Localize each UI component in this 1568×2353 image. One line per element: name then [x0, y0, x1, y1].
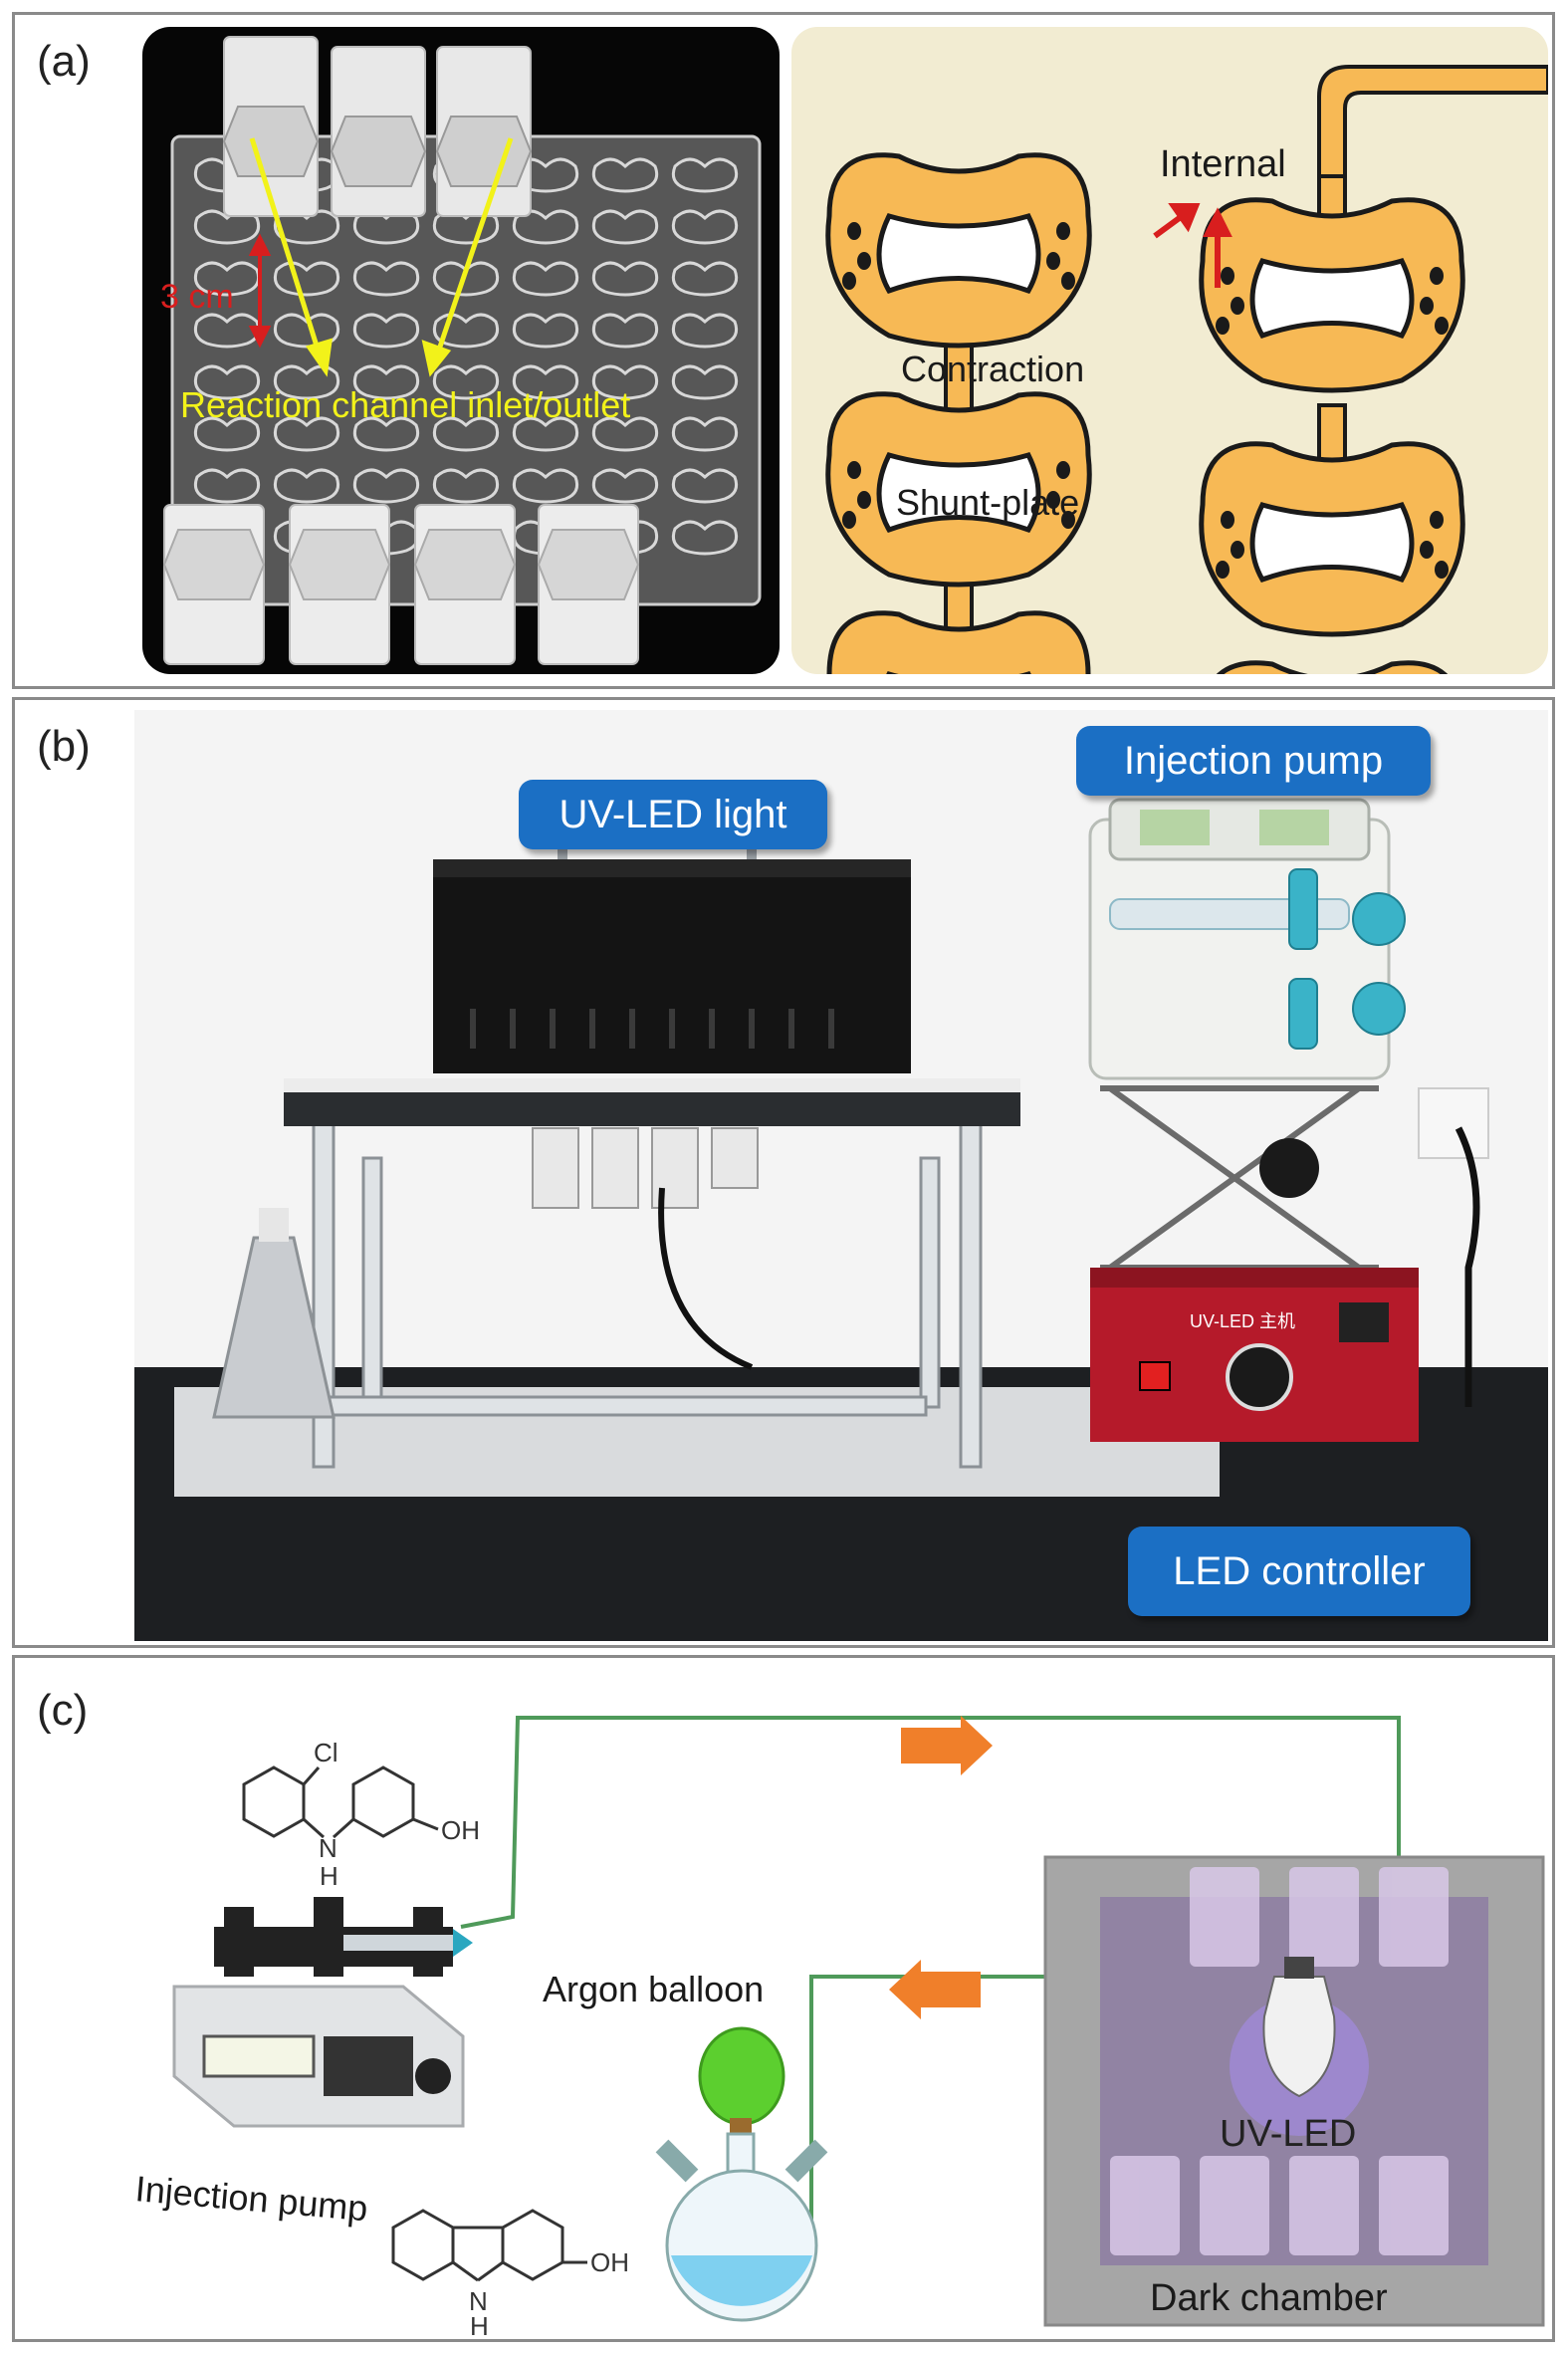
panel-c-label: (c)	[37, 1686, 89, 1735]
chip-channel-cell	[591, 416, 659, 452]
chip-channel-cell	[352, 468, 420, 504]
chip-channel-cell	[671, 261, 739, 297]
three-neck-flask-illustration	[655, 2132, 828, 2322]
chip-channel-cell	[671, 520, 739, 556]
chip-channel-cell	[193, 209, 261, 245]
chip-channel-cell	[512, 468, 579, 504]
product-n-label: N	[469, 2286, 488, 2316]
chip-channel-cell	[193, 364, 261, 400]
inlet-arrows	[249, 137, 514, 377]
injection-pump-tag: Injection pump	[1076, 726, 1431, 796]
chip-channel-cell	[591, 261, 659, 297]
chip-channel-cell	[671, 364, 739, 400]
chip-channel-cell	[432, 468, 500, 504]
uv-led-bulb-icon	[1262, 1976, 1336, 2098]
chip-channel-cell	[591, 313, 659, 349]
inlet-outlet-label: Reaction channel inlet/outlet	[180, 384, 630, 425]
panel-b: (b)	[12, 697, 1555, 1648]
chip-channel-cell	[193, 416, 261, 452]
chip-channel-cell	[591, 468, 659, 504]
chip-channel-cell	[352, 261, 420, 297]
chip-channel-cell	[352, 364, 420, 400]
chlorine-label: Cl	[314, 1738, 338, 1767]
chip-channel-cell	[591, 209, 659, 245]
microreactor-chip-photo: 3 cm Reaction channel inlet/outlet	[142, 27, 780, 674]
chip-channel-cell	[273, 364, 340, 400]
chip-channel-cell	[671, 468, 739, 504]
uv-led-light-tag: UV-LED light	[519, 780, 827, 849]
panel-b-label: (b)	[37, 722, 91, 771]
amine-n-label: N	[319, 1833, 337, 1863]
product-h-label: H	[470, 2311, 489, 2339]
dark-chamber-label: Dark chamber	[1150, 2277, 1388, 2319]
channel-unit	[825, 391, 1092, 588]
chip-channel-cell	[273, 468, 340, 504]
setup-photo: UV-LED 主机	[134, 710, 1548, 1641]
flow-arrow-left	[889, 1960, 981, 2019]
chip-channel-cell	[591, 157, 659, 193]
scale-bar	[248, 233, 272, 349]
chip-channel-cell	[432, 416, 500, 452]
controller-brand-text: UV-LED 主机	[1190, 1311, 1295, 1331]
chip-channel-cell	[512, 313, 579, 349]
injection-pump-label: Injection pump	[1123, 739, 1384, 783]
panel-a: (a)	[12, 12, 1555, 689]
chip-channel-cell	[671, 313, 739, 349]
chip-channel-cell	[352, 416, 420, 452]
chip-channel-cell	[671, 209, 739, 245]
channel-unit-illustration: Internal Contraction Shunt-plate	[791, 27, 1548, 674]
chip-channel-cell	[273, 313, 340, 349]
channel-unit	[825, 152, 1092, 349]
internal-label: Internal	[1160, 143, 1286, 185]
syringe-pump-illustration	[172, 1897, 473, 2128]
chip-channel-cell	[512, 364, 579, 400]
panel-c: (c) Cl N H OH	[12, 1655, 1555, 2342]
channel-unit	[1199, 660, 1465, 674]
uv-led-label: UV-LED	[1220, 2113, 1356, 2155]
amine-h-label: H	[320, 1861, 338, 1891]
chip-channel-cell	[352, 313, 420, 349]
shunt-plate-label: Shunt-plate	[896, 482, 1079, 523]
scale-bar-label: 3 cm	[160, 278, 234, 316]
argon-balloon-label: Argon balloon	[543, 1969, 764, 2009]
chip-channel-cell	[512, 261, 579, 297]
channel-unit	[1199, 197, 1465, 393]
flow-schematic: Cl N H OH Injection pump Argon balloon	[133, 1716, 1545, 2339]
channel-unit	[825, 610, 1092, 674]
chip-channel-cell	[591, 364, 659, 400]
chip-channel-cell	[671, 157, 739, 193]
led-controller-tag: LED controller	[1128, 1527, 1470, 1616]
panel-a-label: (a)	[37, 37, 91, 86]
internal-arrows	[1153, 203, 1232, 288]
product-hydroxyl-label: OH	[590, 2247, 629, 2277]
chip-channel-cell	[273, 416, 340, 452]
balloon-icon	[698, 2026, 785, 2126]
reactant-molecule	[242, 1765, 439, 1839]
led-controller-label: LED controller	[1173, 1549, 1426, 1593]
flow-arrow-right	[901, 1716, 993, 1775]
chip-channel-cell	[432, 364, 500, 400]
chip-channel-cell	[671, 416, 739, 452]
injection-pump-label: Injection pump	[133, 2168, 369, 2229]
chip-channel-cell	[193, 261, 261, 297]
channel-unit	[1199, 441, 1465, 637]
chip-channel-cell	[273, 261, 340, 297]
hydroxyl-label: OH	[441, 1815, 480, 1845]
uv-led-light-label: UV-LED light	[559, 793, 787, 836]
contraction-label: Contraction	[901, 349, 1084, 389]
product-molecule	[391, 2209, 587, 2282]
chip-channel-cell	[512, 416, 579, 452]
chip-channel-cell	[512, 209, 579, 245]
chip-channel-cell	[193, 468, 261, 504]
chip-channel-cell	[432, 261, 500, 297]
